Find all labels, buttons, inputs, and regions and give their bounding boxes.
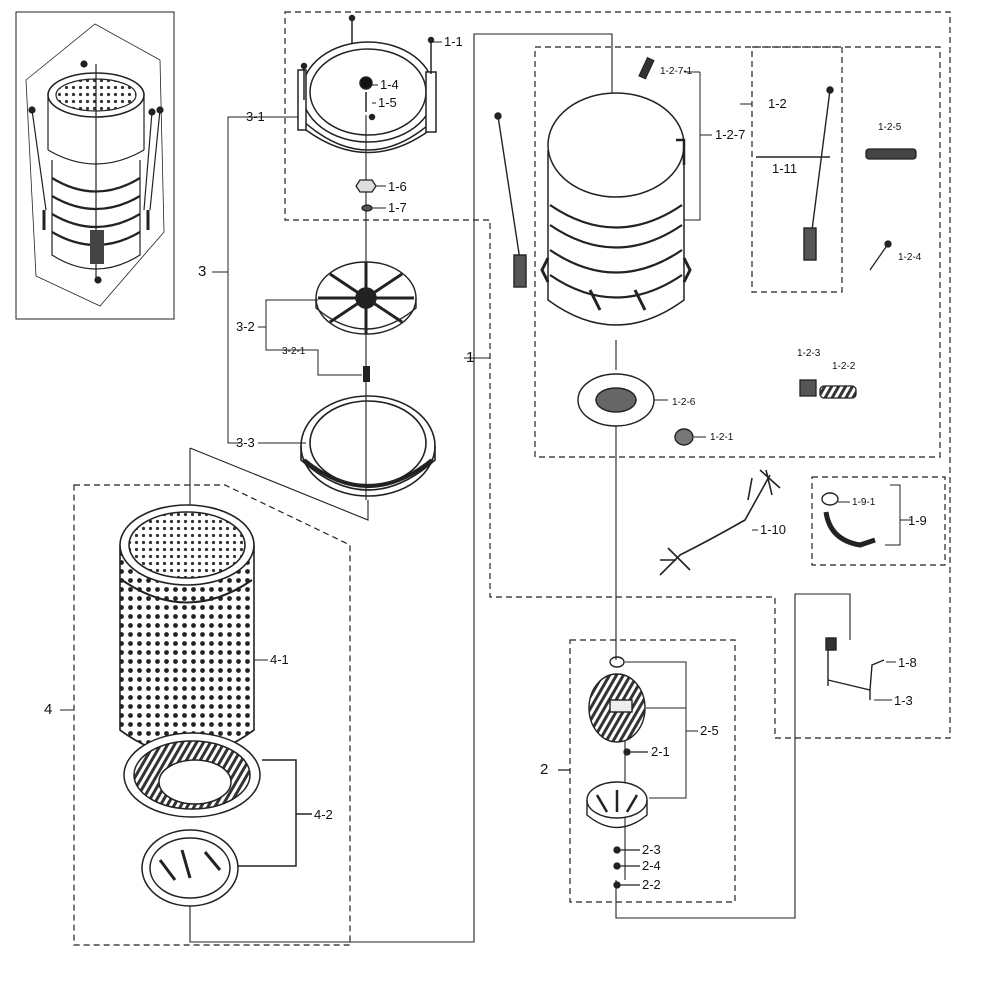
inset-tub-assembly xyxy=(28,60,164,284)
label-1-10: 1-10 xyxy=(760,522,787,537)
group-2-hardware xyxy=(558,748,648,889)
part-1-2-1-seal xyxy=(674,428,694,446)
label-2-5: 2-5 xyxy=(700,723,719,738)
part-1-10-wire-harness xyxy=(659,469,781,576)
label-1-9-1: 1-9-1 xyxy=(852,497,876,508)
dashed-boxes xyxy=(73,11,951,946)
label-1-3: 1-3 xyxy=(894,693,913,708)
label-1-11: 1-11 xyxy=(772,161,798,176)
label-1-2-1: 1-2-1 xyxy=(710,432,734,443)
label-3-2: 3-2 xyxy=(236,319,255,334)
label-3-3: 3-3 xyxy=(236,435,255,450)
label-1-5: 1-5 xyxy=(378,95,397,110)
label-2-1: 2-1 xyxy=(651,744,670,759)
part-1-8-bracket xyxy=(825,637,896,701)
part-1-9-drain-hose xyxy=(821,484,912,548)
part-1-2-7-outer-tub xyxy=(540,71,712,326)
label-4: 4 xyxy=(44,701,53,718)
leader-lines xyxy=(372,41,758,531)
part-1-2-6-bearing-housing xyxy=(577,373,655,427)
label-3: 3 xyxy=(198,263,207,280)
part-1-2-5-hose xyxy=(865,148,917,160)
part-1-6-nut xyxy=(355,179,377,193)
part-2-5-motor xyxy=(586,656,698,829)
part-1-2-3-clip xyxy=(799,379,817,397)
inset-outline xyxy=(25,23,165,307)
label-1-2-7: 1-2-7 xyxy=(715,127,746,142)
part-1-7-washer xyxy=(361,204,373,212)
part-4-2-drum-base xyxy=(123,732,312,907)
label-1-1: 1-1 xyxy=(444,34,463,49)
label-3-2-1: 3-2-1 xyxy=(282,346,306,357)
part-4-1-inner-drum xyxy=(119,504,255,756)
part-3-2-1-bolt xyxy=(363,366,370,382)
group-4-boundary xyxy=(73,484,351,946)
label-1-6: 1-6 xyxy=(388,179,407,194)
group-1-boundary xyxy=(284,11,951,739)
group-3-bracket xyxy=(212,116,362,444)
part-3-3-fluid-balancer-ring xyxy=(300,395,436,497)
part-1-11-suspension-rod xyxy=(756,86,834,261)
label-4-1: 4-1 xyxy=(270,652,289,667)
label-1-2-6: 1-2-6 xyxy=(672,397,696,408)
part-1-2-4-sensor xyxy=(869,240,892,271)
label-3-1: 3-1 xyxy=(246,109,265,124)
group-1-2-boundary xyxy=(534,46,941,458)
part-3-1-balancer-ring xyxy=(297,14,437,154)
label-1-2-2: 1-2-2 xyxy=(832,361,856,372)
group-1-2-sub-boundary xyxy=(751,46,843,293)
label-1-2-7-1: 1-2-7-1 xyxy=(660,66,693,77)
connector-lines xyxy=(189,33,851,943)
label-2: 2 xyxy=(540,761,549,778)
label-1-9: 1-9 xyxy=(908,513,927,528)
label-1-8: 1-8 xyxy=(898,655,917,670)
label-1-4: 1-4 xyxy=(380,77,399,92)
part-3-2-pulsator xyxy=(315,261,417,335)
label-1-2-5: 1-2-5 xyxy=(878,122,902,133)
part-1-2-2-heater xyxy=(819,385,857,399)
group-2-boundary xyxy=(569,639,736,903)
label-2-3: 2-3 xyxy=(642,842,661,857)
label-1-2-4: 1-2-4 xyxy=(898,252,922,263)
label-1: 1 xyxy=(466,349,475,366)
label-1-7: 1-7 xyxy=(388,200,407,215)
suspension-rod-left xyxy=(494,112,527,288)
part-1-2-7-1-hose xyxy=(638,56,655,80)
label-2-2: 2-2 xyxy=(642,877,661,892)
label-1-2: 1-2 xyxy=(768,96,787,111)
inset-frame xyxy=(15,11,175,320)
label-1-2-3: 1-2-3 xyxy=(797,348,821,359)
label-4-2: 4-2 xyxy=(314,807,333,822)
label-2-4: 2-4 xyxy=(642,858,661,873)
